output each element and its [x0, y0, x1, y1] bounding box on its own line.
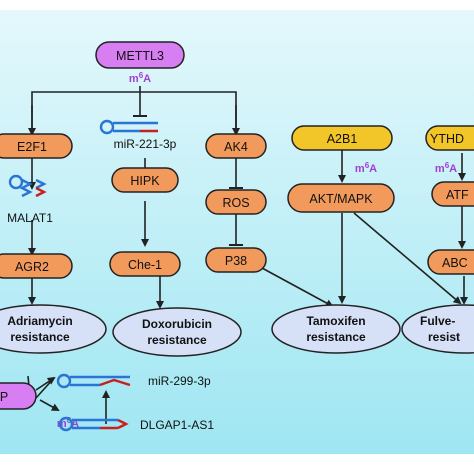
- abc-label: ABC: [442, 256, 468, 270]
- arrow-p-mir299-tail: [35, 377, 55, 399]
- arrow-p-dlgap1: [39, 399, 60, 411]
- p38-node: [205, 247, 267, 273]
- abc-node: [427, 249, 474, 275]
- malat1-rna-icon: [8, 174, 47, 198]
- arrow-p-mir299: [35, 376, 56, 391]
- mir221-label: miR-221-3p: [114, 137, 177, 151]
- mir299-label: miR-299-3p: [148, 374, 211, 388]
- p38-label: P38: [225, 254, 247, 268]
- che1-node: [109, 251, 181, 277]
- a2b1-label: A2B1: [327, 132, 358, 146]
- doxorubicin-label-line2: resistance: [147, 333, 207, 347]
- fulvestrant-resistance-ellipse: [401, 304, 474, 354]
- background-panel: [0, 10, 474, 454]
- tamoxifen-label-line2: resistance: [306, 330, 366, 344]
- adriamycin-label-line2: resistance: [10, 330, 70, 344]
- mir299-rna-icon: [56, 373, 131, 389]
- ythd-label: YTHD: [430, 132, 464, 146]
- a2b1-m6a-label: m6A: [355, 161, 377, 175]
- malat1-label: MALAT1: [7, 211, 53, 225]
- mettl3-node: [95, 41, 185, 69]
- left-partial-node: [0, 382, 37, 410]
- mettl3-m6a-label: m6A: [129, 71, 151, 85]
- akt-mapk-label: AKT/MAPK: [309, 192, 373, 206]
- dlgap1-rna-icon: [58, 416, 129, 432]
- ythd-node: [425, 125, 474, 151]
- ak4-node: [205, 133, 267, 159]
- atf-label: ATF: [446, 188, 469, 202]
- e2f1-node: [0, 133, 73, 159]
- adriamycin-resistance-ellipse: [0, 304, 107, 354]
- doxorubicin-resistance-ellipse: [112, 307, 242, 357]
- fulvestrant-label-line2: resist: [428, 330, 460, 344]
- mir221-rna-icon: [99, 119, 158, 135]
- bottom-white-margin: [0, 454, 474, 474]
- ros-node: [205, 189, 267, 215]
- hipk-label: HIPK: [130, 174, 160, 188]
- ros-label: ROS: [222, 196, 249, 210]
- top-white-margin: [0, 0, 474, 10]
- tamoxifen-resistance-ellipse: [271, 304, 401, 354]
- a2b1-node: [291, 125, 393, 151]
- left-partial-label: P: [0, 390, 8, 404]
- arrow-p38-tamoxifen: [261, 267, 334, 307]
- arrow-aktmapk-fulvestrant: [353, 212, 462, 305]
- che1-label: Che-1: [128, 258, 162, 272]
- fulvestrant-label-line1: Fulve-: [420, 314, 455, 328]
- dlgap1-label: DLGAP1-AS1: [140, 418, 214, 432]
- ak4-label: AK4: [224, 140, 248, 154]
- hipk-node: [111, 167, 179, 193]
- agr2-node: [0, 253, 73, 279]
- tamoxifen-label-line1: Tamoxifen: [306, 314, 365, 328]
- mettl3-label: METTL3: [116, 49, 164, 63]
- atf-node: [431, 181, 474, 207]
- ythd-m6a-label: m6A: [435, 161, 457, 175]
- akt-mapk-node: [287, 183, 395, 213]
- agr2-label: AGR2: [15, 260, 49, 274]
- connectors: [27, 86, 468, 424]
- e2f1-label: E2F1: [17, 140, 47, 154]
- doxorubicin-label-line1: Doxorubicin: [142, 317, 212, 331]
- adriamycin-label-line1: Adriamycin: [7, 314, 72, 328]
